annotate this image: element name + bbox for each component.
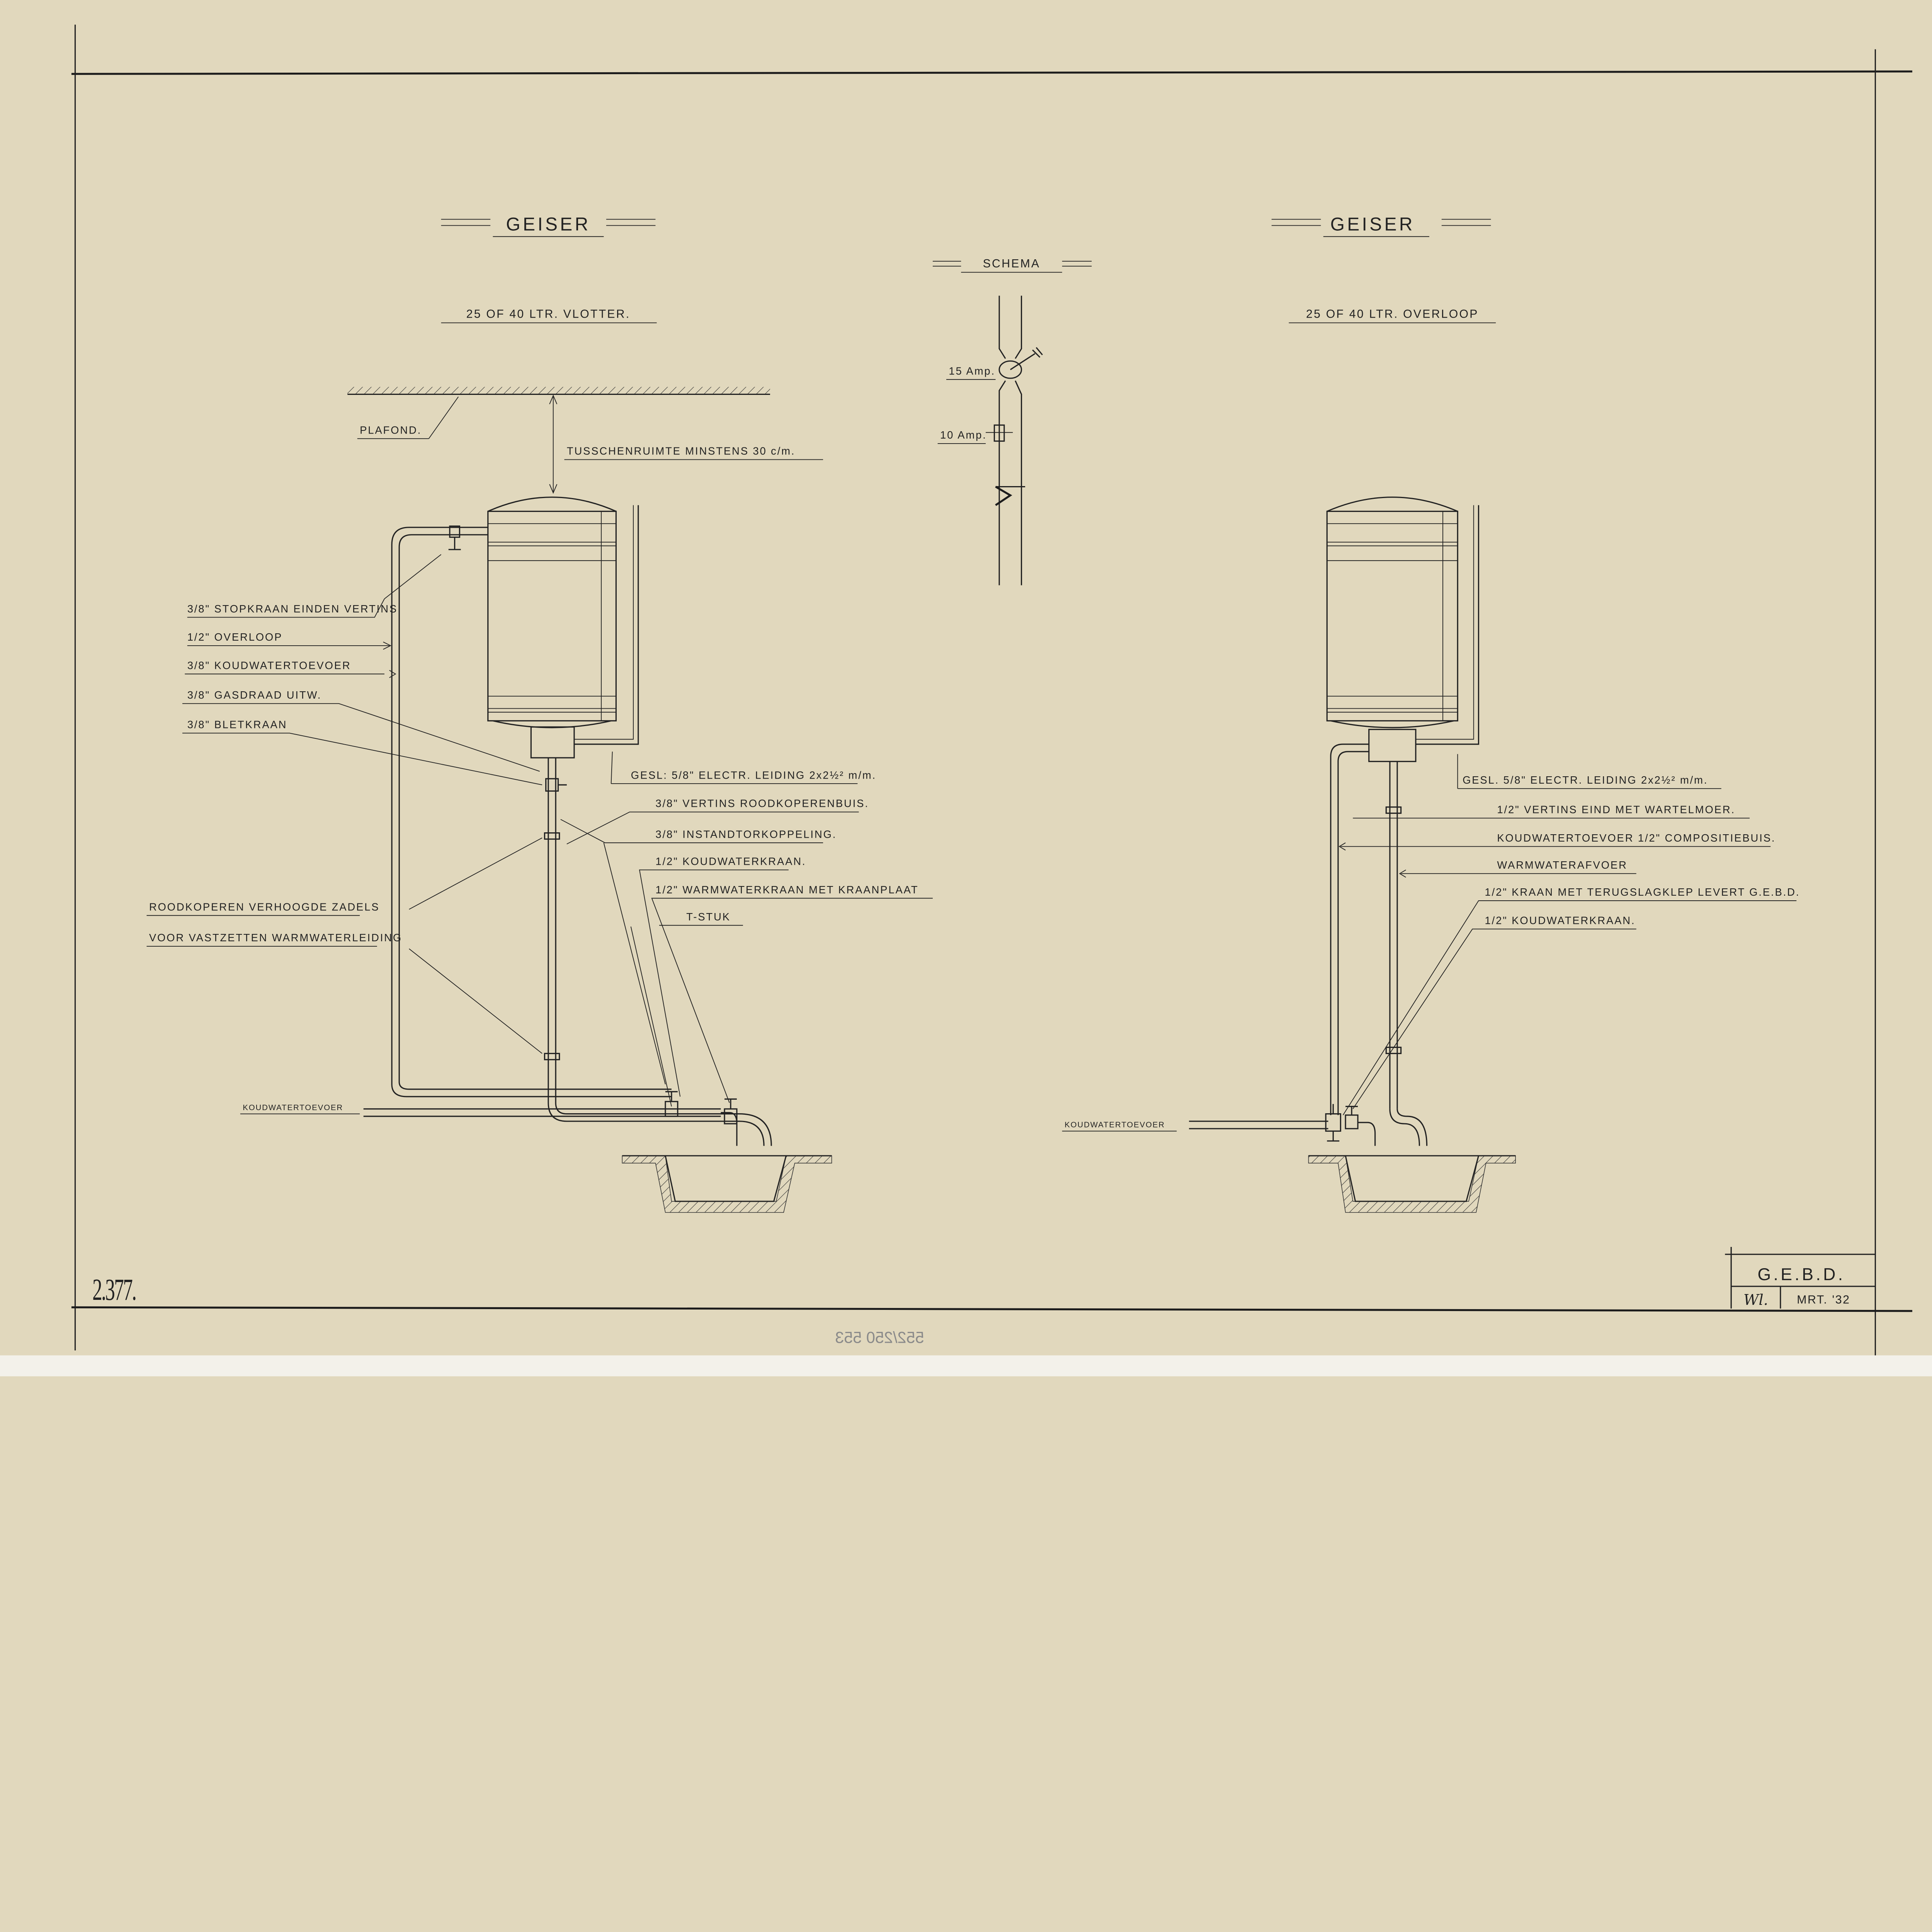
callout-warmwaterkraan: 1/2" WARMWATERKRAAN MET KRAANPLAAT xyxy=(655,884,918,896)
technical-drawing-sheet: GEISER 25 OF 40 LTR. VLOTTER. PLAFOND. T… xyxy=(0,0,1932,1376)
left-pipework xyxy=(363,505,772,1146)
drawing-date: MRT. '32 xyxy=(1797,1294,1850,1306)
scan-margin xyxy=(0,1355,1932,1376)
right-basin xyxy=(1308,1155,1516,1213)
fuse-symbol xyxy=(993,424,1005,442)
office-name: G.E.B.D. xyxy=(1757,1265,1845,1284)
signature-initials: Wl. xyxy=(1743,1291,1768,1309)
ceiling: PLAFOND. xyxy=(347,387,770,439)
ceiling-label: PLAFOND. xyxy=(360,424,422,436)
ground-symbol xyxy=(995,486,1012,506)
left-geyser-heading: GEISER 25 OF 40 LTR. VLOTTER. xyxy=(441,214,657,323)
saddle-clamp xyxy=(544,1053,560,1060)
title-block: G.E.B.D. Wl. MRT. '32 xyxy=(1725,1247,1876,1309)
switch-label: 15 Amp. xyxy=(949,365,995,377)
right-pipework xyxy=(1189,505,1480,1146)
clearance-label: TUSSCHENRUIMTE MINSTENS 30 c/m. xyxy=(567,445,795,457)
saddle-clamp xyxy=(544,832,560,840)
paper-background xyxy=(0,0,1932,1376)
left-geyser-tank xyxy=(487,497,617,759)
callout-instandtorkoppeling: 3/8" INSTANDTORKOPPELING. xyxy=(655,828,837,840)
drain-valve-icon xyxy=(545,778,567,792)
callout-overloop: 1/2" OVERLOOP xyxy=(187,631,283,643)
callout-compositiebuis: KOUDWATERTOEVOER 1/2" COMPOSITIEBUIS. xyxy=(1497,832,1776,844)
schema-title: SCHEMA xyxy=(983,257,1041,270)
left-basin xyxy=(622,1155,832,1213)
callout-koudwatertoevoer: 3/8" KOUDWATERTOEVOER xyxy=(187,660,351,672)
callout-zadels-2: VOOR VASTZETTEN WARMWATERLEIDING xyxy=(149,932,402,944)
right-geyser-heading: GEISER 25 OF 40 LTR. OVERLOOP xyxy=(1271,214,1496,323)
right-title: GEISER xyxy=(1330,214,1415,235)
drawing-number: 2.377. xyxy=(92,1273,136,1307)
callout-gasdraad: 3/8" GASDRAAD UITW. xyxy=(187,689,322,701)
callout-vertins-roodkoperenbuis: 3/8" VERTINS ROODKOPERENBUIS. xyxy=(655,798,869,810)
fuse-label: 10 Amp. xyxy=(940,429,987,441)
switch-symbol xyxy=(998,360,1022,379)
check-valve-tap-icon xyxy=(1325,1104,1341,1142)
callout-t-stuk: T-STUK xyxy=(686,911,731,923)
callout-electr-leiding: GESL: 5/8" ELECTR. LEIDING 2x2½² m/m. xyxy=(631,769,876,781)
left-subtitle: 25 OF 40 LTR. VLOTTER. xyxy=(466,308,631,321)
callout-terugslagklep: 1/2" KRAAN MET TERUGSLAGKLEP LEVERT G.E.… xyxy=(1485,886,1800,898)
callout-stopkraan: 3/8" STOPKRAAN EINDEN VERTINS xyxy=(187,603,398,615)
right-supply-label: KOUDWATERTOEVOER xyxy=(1065,1121,1165,1129)
right-subtitle: 25 OF 40 LTR. OVERLOOP xyxy=(1306,308,1479,321)
pencil-note: 552/250 553 xyxy=(835,1328,924,1347)
callout-warmwaterafvoer: WARMWATERAFVOER xyxy=(1497,859,1627,871)
callout-vertins-eind: 1/2" VERTINS EIND MET WARTELMOER. xyxy=(1497,804,1735,816)
left-supply-label: KOUDWATERTOEVOER xyxy=(243,1104,343,1112)
callout-koudwaterkraan: 1/2" KOUDWATERKRAAN. xyxy=(655,855,806,867)
callout-zadels-1: ROODKOPEREN VERHOOGDE ZADELS xyxy=(149,901,380,913)
callout-koudwaterkraan: 1/2" KOUDWATERKRAAN. xyxy=(1485,915,1635,927)
right-callouts: GESL. 5/8" ELECTR. LEIDING 2x2½² m/m. 1/… xyxy=(1338,754,1800,1116)
hot-water-tap-icon xyxy=(724,1098,738,1124)
left-callouts-left: 3/8" STOPKRAAN EINDEN VERTINS 1/2" OVERL… xyxy=(146,554,543,1054)
drawing-border xyxy=(71,24,1912,1355)
callout-electr-leiding: GESL. 5/8" ELECTR. LEIDING 2x2½² m/m. xyxy=(1463,774,1708,786)
left-title: GEISER xyxy=(506,214,591,235)
callout-bletkraan: 3/8" BLETKRAAN xyxy=(187,719,287,731)
wiring-schema: SCHEMA 15 Amp. 10 Amp. xyxy=(932,257,1092,585)
left-callouts-right: GESL: 5/8" ELECTR. LEIDING 2x2½² m/m. 3/… xyxy=(560,752,933,1107)
right-geyser-tank xyxy=(1326,497,1458,762)
saddle-clamp xyxy=(1385,806,1402,814)
clearance-dimension: TUSSCHENRUIMTE MINSTENS 30 c/m. xyxy=(549,395,823,494)
cold-water-tap-icon xyxy=(1345,1105,1376,1146)
stop-valve-icon xyxy=(448,526,461,550)
